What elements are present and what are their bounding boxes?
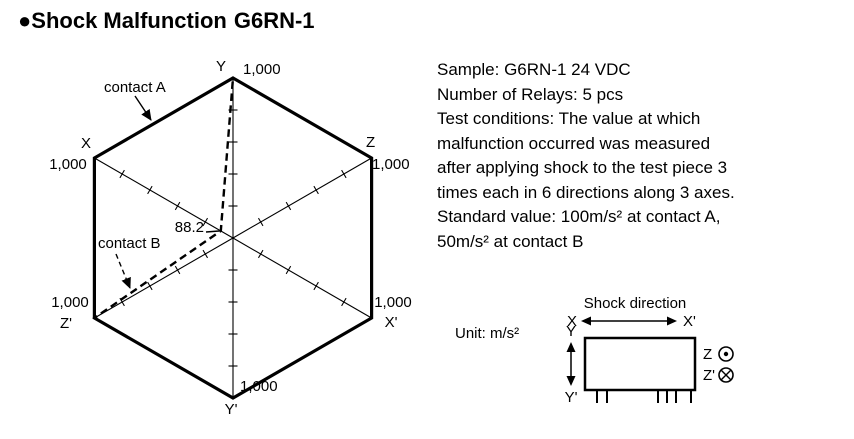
annotation-leader-line [205,230,220,233]
axis-label-xprime: X' [385,314,398,331]
diagram-xprime-label: X' [683,313,696,330]
unit-label: Unit: m/s² [455,325,519,342]
desc-line-standard: Standard value: 100m/s² at contact A, [437,207,721,226]
desc-line: times each in 6 directions along 3 axes. [437,182,735,202]
y-arrowhead-top-icon [566,342,576,352]
desc-line-relays: Number of Relays: 5 pcs [437,84,624,104]
axis-max-y: 1,000 [243,61,281,78]
axis-label-x: X [81,135,91,152]
radar-chart: Y 1,000 Z 1,000 X 1,000 1,000 X' 1,000 Z… [49,58,412,418]
bullet-icon: ● [18,8,32,33]
desc-line-sample: Sample: G6RN-1 24 VDC [437,60,631,79]
axis-max-z: 1,000 [372,156,410,173]
series-contact-b-line [92,76,373,400]
axis-label-y: Y [216,58,226,75]
radar-axes-grid [94,78,372,398]
diagram-title: Shock direction [584,295,687,312]
desc-line: 50m/s² at contact B [437,231,584,251]
axis-label-z: Z [366,134,375,151]
figure-title-model: G6RN-1 [233,8,315,33]
x-arrowhead-left-icon [581,316,591,326]
description-block: Sample: G6RN-1 24 VDC Number of Relays: … [437,58,735,254]
desc-line: malfunction occurred was measured [437,133,711,153]
desc-line-conditions: Test conditions: The value at which [437,109,701,128]
axis-label-zprime: Z' [60,315,72,332]
diagram-y-label: Y [566,323,576,340]
contact-a-arrow [134,95,152,121]
contact-b-arrow [115,253,131,289]
z-axis-out-icon [718,346,734,362]
relay-pins [596,390,692,403]
axis-label-yprime: Y' [225,401,238,418]
relay-body [583,336,697,392]
x-arrowhead-right-icon [667,316,677,326]
axis-max-yprime: 1,000 [240,378,278,395]
diagram-yprime-label: Y' [565,389,578,406]
contact-b-label: contact B [98,235,161,252]
diagram-zprime-label: Z' [703,367,715,384]
annotation-value: 88.2 [175,219,204,236]
figure-title-text: Shock Malfunction [31,8,227,33]
axis-max-x: 1,000 [49,156,87,173]
shock-direction-diagram: Shock direction X X' Unit: m/s² Y Y' Z Z… [455,295,734,406]
diagram-x-label: X [567,313,577,330]
axis-max-xprime: 1,000 [374,294,412,311]
desc-line: after applying shock to the test piece 3 [437,158,728,177]
diagram-z-label: Z [703,346,712,363]
z-axis-in-icon [718,367,734,383]
contact-a-label: contact A [104,79,166,96]
axis-max-zprime: 1,000 [51,294,89,311]
y-arrowhead-bottom-icon [566,376,576,386]
